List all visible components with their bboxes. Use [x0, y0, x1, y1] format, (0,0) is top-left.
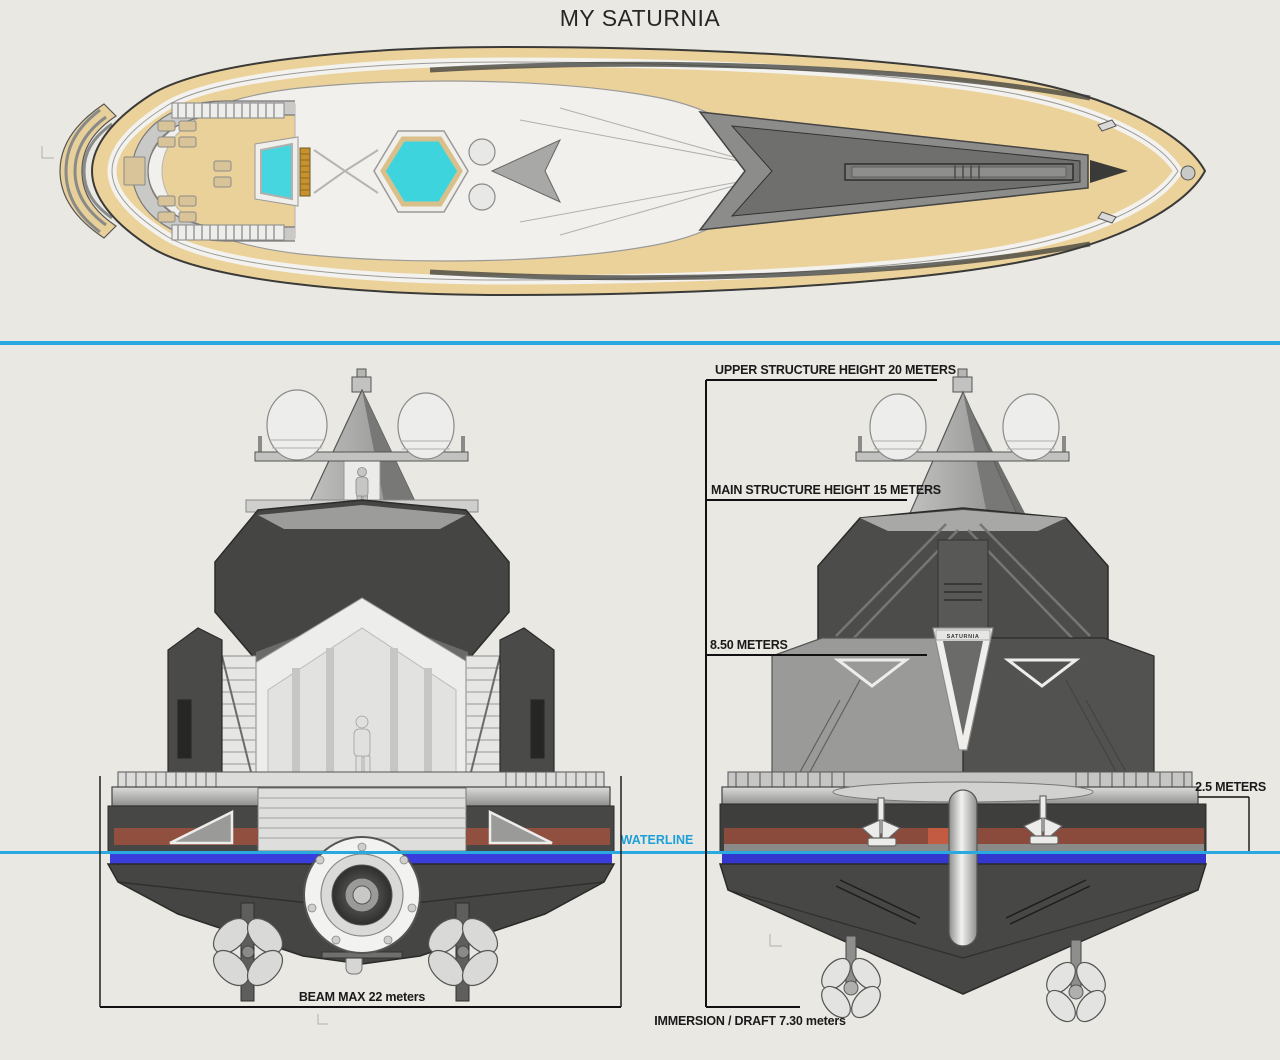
hull-accent-triangle	[488, 809, 553, 845]
hull-accent-triangle	[169, 809, 234, 845]
main-deck-rail	[111, 771, 611, 807]
deck-stair-hatch	[171, 102, 285, 241]
side-stairs	[221, 655, 501, 793]
sheer-shadow-top	[429, 61, 1091, 101]
bow-upper-deckhouse	[817, 507, 1109, 643]
deck-wedge	[490, 138, 562, 204]
plan-dome-hatches	[468, 138, 496, 211]
propeller-front-port	[821, 935, 881, 1019]
main-structure-label: MAIN STRUCTURE HEIGHT 15 METERS	[711, 483, 941, 497]
freeboard-label: 2.5 METERS	[1195, 780, 1266, 794]
radar-dome	[869, 393, 1060, 461]
sheer-shadow-bottom	[429, 241, 1091, 281]
bow-stem: SATURNIA	[932, 627, 994, 751]
draft-label: IMMERSION / DRAFT 7.30 meters	[654, 1014, 846, 1028]
dimension-annotations: UPPER STRUCTURE HEIGHT 20 METERS MAIN ST…	[99, 363, 1266, 1028]
deck-seams	[519, 107, 761, 236]
sun-loungers	[123, 120, 232, 223]
deck-markings	[313, 149, 379, 194]
mid-deck-label: 8.50 METERS	[710, 638, 788, 652]
hull-accent-triangle	[1003, 658, 1081, 688]
thruster-assembly	[303, 836, 421, 954]
stern-elevation-view	[106, 368, 616, 1002]
bow-mid-structure	[771, 637, 1155, 791]
axis-marker	[41, 146, 54, 159]
anchor-starboard	[1022, 795, 1064, 845]
axis-marker	[769, 934, 782, 947]
axis-marker	[317, 1014, 328, 1025]
propeller-starboard	[427, 902, 499, 1002]
hull-name-plate: SATURNIA	[947, 634, 980, 640]
bulbous-bow	[948, 789, 978, 947]
bow-radar-arch	[855, 393, 1070, 462]
radar-dome	[266, 389, 455, 461]
section-divider-line	[0, 341, 1280, 345]
swim-platform-steps	[59, 103, 117, 239]
bow-elevation-view: SATURNIA	[718, 368, 1208, 1023]
upper-structure-label: UPPER STRUCTURE HEIGHT 20 METERS	[715, 363, 956, 377]
propeller-front-starboard	[1046, 939, 1106, 1023]
anchor-port	[860, 797, 902, 847]
waterline-label: WATERLINE	[621, 833, 694, 847]
stern-hull-topside	[107, 787, 615, 853]
deck-table	[123, 156, 146, 186]
bow-triangle	[1090, 160, 1128, 183]
hex-pool	[373, 130, 469, 213]
hull-accent-triangle	[833, 658, 911, 688]
gold-grate	[299, 147, 311, 197]
beam-label: BEAM MAX 22 meters	[299, 990, 426, 1004]
axis-markers	[41, 146, 782, 1025]
top-plan-view	[59, 45, 1207, 297]
figure-in-saloon	[353, 715, 371, 791]
walkway-edge	[111, 61, 1179, 281]
foredeck	[698, 111, 1128, 231]
propeller-port	[212, 902, 284, 1002]
bow-fittings	[1097, 119, 1196, 224]
stern-radar-arch	[254, 389, 469, 462]
aft-pool	[254, 136, 299, 207]
page-title: MY SATURNIA	[560, 5, 721, 31]
